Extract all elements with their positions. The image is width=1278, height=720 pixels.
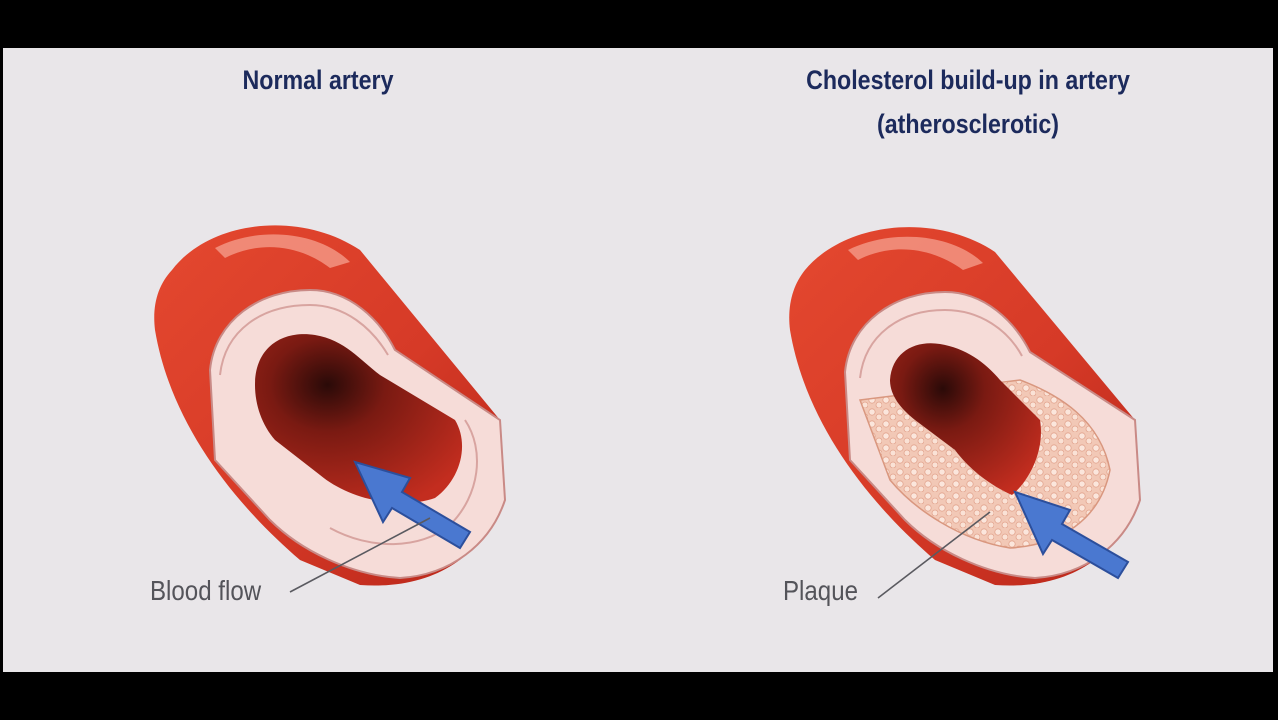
normal-artery-illustration bbox=[154, 225, 507, 593]
blood-flow-arrow bbox=[1013, 490, 1130, 580]
artery-lumen bbox=[255, 334, 463, 504]
blood-flow-label: Blood flow bbox=[150, 575, 262, 606]
atherosclerotic-artery-illustration bbox=[789, 227, 1142, 599]
atherosclerotic-artery-title: Cholesterol build-up in artery (atherosc… bbox=[753, 58, 1183, 146]
atherosclerotic-title-line-1: Cholesterol build-up in artery bbox=[806, 65, 1130, 95]
blood-flow-leader-line bbox=[289, 517, 431, 593]
plaque-label: Plaque bbox=[783, 575, 858, 606]
narrowed-lumen bbox=[890, 343, 1041, 495]
atherosclerotic-title-line-2: (atherosclerotic) bbox=[877, 109, 1059, 139]
blood-flow-arrow bbox=[353, 460, 472, 550]
plaque-leader-line bbox=[877, 511, 991, 599]
normal-artery-title: Normal artery bbox=[242, 65, 394, 95]
